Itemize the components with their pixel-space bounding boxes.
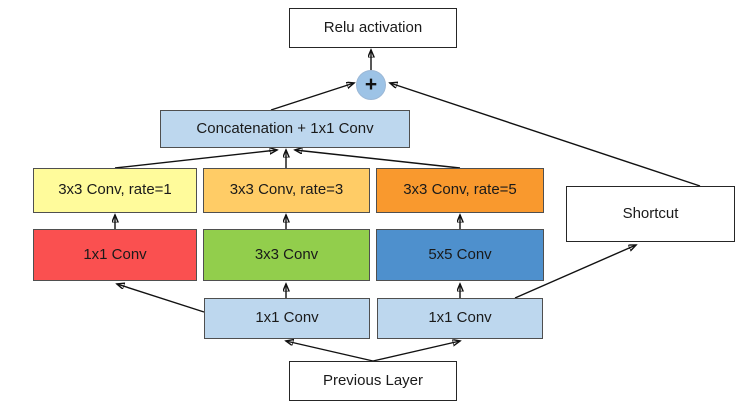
node-add-operator[interactable]: + <box>356 70 386 100</box>
node-conv-3x3-label: 3x3 Conv <box>254 245 319 263</box>
node-shortcut[interactable]: Shortcut <box>566 186 735 242</box>
edge-previous-to-bottleneck-left <box>286 341 374 362</box>
node-conv-5x5-label: 5x5 Conv <box>428 245 492 263</box>
node-dilated-conv-rate-1-label: 3x3 Conv, rate=1 <box>58 181 172 199</box>
plus-icon: + <box>364 73 378 96</box>
edge-concat-to-add <box>270 83 354 111</box>
node-bottleneck-left[interactable]: 1x1 Conv <box>204 298 370 339</box>
node-bottleneck-right-label: 1x1 Conv <box>428 309 492 327</box>
node-conv-1x1-left-label: 1x1 Conv <box>83 245 147 263</box>
node-conv-1x1-left[interactable]: 1x1 Conv <box>33 229 197 281</box>
node-dilated-conv-rate-3-label: 3x3 Conv, rate=3 <box>229 181 344 199</box>
edge-previous-to-bottleneck-right <box>372 341 460 362</box>
node-previous-layer[interactable]: Previous Layer <box>289 361 457 401</box>
node-conv-5x5[interactable]: 5x5 Conv <box>376 229 544 281</box>
node-bottleneck-left-label: 1x1 Conv <box>255 309 319 327</box>
edge-dilated5-to-concat <box>295 150 461 169</box>
node-dilated-conv-rate-5-label: 3x3 Conv, rate=5 <box>403 181 517 199</box>
node-concatenation-label: Concatenation + 1x1 Conv <box>196 119 374 137</box>
edge-dilated1-to-concat <box>114 150 277 169</box>
edge-bottleneck-left-to-conv1x1 <box>117 284 205 313</box>
node-shortcut-label: Shortcut <box>622 204 679 222</box>
node-concatenation[interactable]: Concatenation + 1x1 Conv <box>160 110 410 148</box>
node-dilated-conv-rate-1[interactable]: 3x3 Conv, rate=1 <box>33 168 197 213</box>
node-bottleneck-right[interactable]: 1x1 Conv <box>377 298 543 339</box>
node-previous-layer-label: Previous Layer <box>322 371 424 389</box>
node-relu-activation[interactable]: Relu activation <box>289 8 457 48</box>
node-dilated-conv-rate-5[interactable]: 3x3 Conv, rate=5 <box>376 168 544 213</box>
node-conv-3x3[interactable]: 3x3 Conv <box>203 229 370 281</box>
node-relu-activation-label: Relu activation <box>323 18 423 36</box>
node-dilated-conv-rate-3[interactable]: 3x3 Conv, rate=3 <box>203 168 370 213</box>
